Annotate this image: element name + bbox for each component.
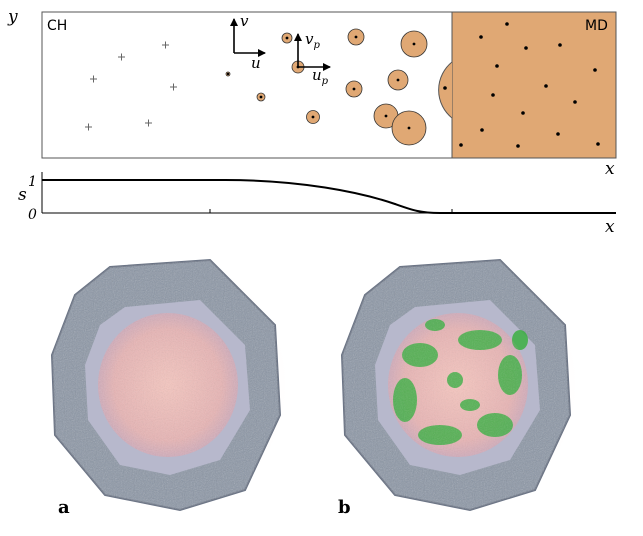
particle-u-label: up xyxy=(312,66,329,87)
core-texture xyxy=(388,313,528,457)
x-axis-label-bottom: x xyxy=(605,217,615,237)
fluid-u-label: u xyxy=(251,54,261,72)
md-label: MD xyxy=(585,18,608,34)
s-axis-label: s xyxy=(18,185,27,205)
ch-node xyxy=(90,75,97,83)
tick-label-zero: 0 xyxy=(28,207,37,223)
md-atom xyxy=(491,93,495,97)
ch-label: CH xyxy=(47,18,67,34)
md-atom xyxy=(556,132,560,136)
md-atom xyxy=(505,22,509,26)
core-texture xyxy=(98,313,238,457)
ch-node xyxy=(170,83,177,91)
md-atom xyxy=(521,111,525,115)
md-atom xyxy=(443,86,447,90)
fluid-velocity-axes: v u xyxy=(230,12,266,72)
ch-node xyxy=(162,41,169,49)
md-atom xyxy=(495,64,499,68)
panel-label-b: b xyxy=(338,497,351,518)
y-axis-label: y xyxy=(7,7,18,27)
md-atoms xyxy=(443,22,600,148)
md-atom xyxy=(573,100,577,104)
md-atom xyxy=(459,143,463,147)
fluid-v-label: v xyxy=(240,12,249,30)
particle-v-label: vp xyxy=(305,30,320,51)
md-atom xyxy=(524,46,528,50)
md-atom xyxy=(596,142,600,146)
md-atom xyxy=(479,35,483,39)
md-atom xyxy=(544,84,548,88)
x-axis-label-top: x xyxy=(605,159,615,179)
ch-node xyxy=(85,123,92,131)
panel-label-a: a xyxy=(58,497,70,518)
ch-node xyxy=(145,119,152,127)
coupling-profile: s 1 0 x xyxy=(18,172,616,237)
tick-label-one: 1 xyxy=(28,174,37,190)
md-interface-bulge xyxy=(438,62,452,118)
coupling-curve xyxy=(42,179,616,214)
md-atom xyxy=(516,144,520,148)
md-atom xyxy=(480,128,484,132)
domain-schematic: y CH MD xyxy=(7,7,617,179)
ch-region xyxy=(41,11,453,159)
md-atom xyxy=(558,43,562,47)
md-atom xyxy=(593,68,597,72)
ch-nodes xyxy=(85,41,177,131)
particle-velocity-axes: vp up xyxy=(294,30,331,87)
rendering-b: b xyxy=(338,255,580,518)
rendering-a: a xyxy=(50,255,290,518)
ch-node xyxy=(118,53,125,61)
